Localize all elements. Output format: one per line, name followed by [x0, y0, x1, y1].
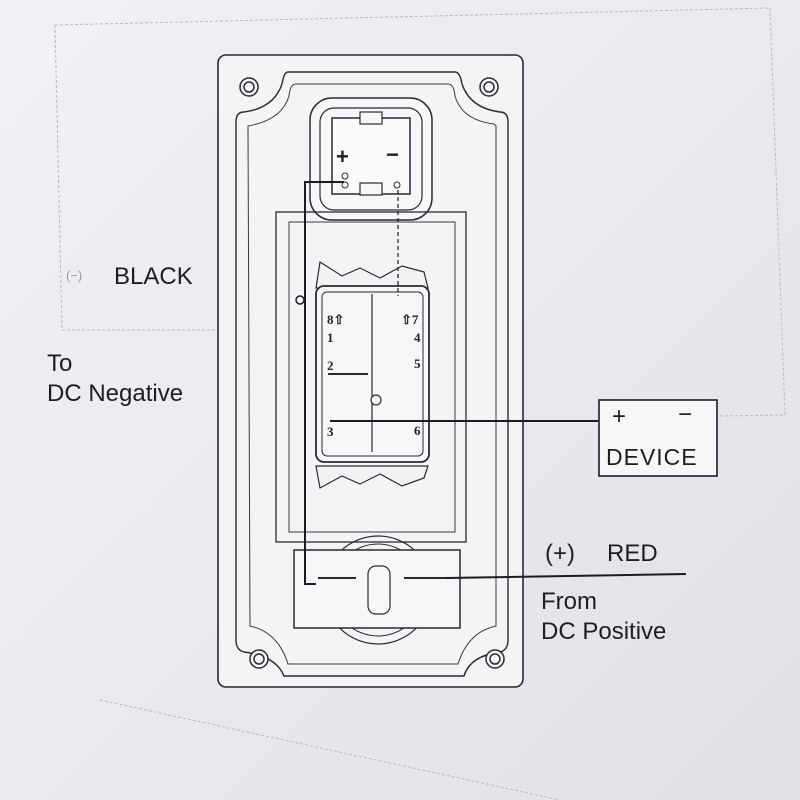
black-label: BLACK [114, 263, 193, 290]
fuse-holder [293, 535, 461, 645]
wire-black [304, 181, 344, 585]
black-symbol: (−) [66, 268, 83, 283]
rocker-recess-inner [288, 221, 456, 533]
mount-hole-tl [239, 77, 259, 97]
mount-hole-br [485, 649, 505, 669]
pin-2-label: 2 [327, 358, 334, 373]
pin-5-label: 5 [414, 356, 421, 371]
inner-frame-2 [247, 83, 497, 665]
mount-hole-bl [249, 649, 269, 669]
to-label: To [47, 350, 73, 377]
led-plus-label: + [336, 144, 349, 169]
mount-hole-tr [479, 77, 499, 97]
rocker-switch-body [315, 261, 430, 489]
led-minus-label: − [386, 142, 399, 167]
pin-1-label: 1 [327, 330, 334, 345]
red-symbol: (+) [545, 540, 575, 567]
red-label: RED [607, 540, 658, 567]
dashed-boundary [54, 7, 786, 800]
device-plus-label: + [612, 403, 627, 430]
wires [295, 181, 687, 585]
device-name-label: DEVICE [606, 444, 698, 470]
led-module [309, 97, 433, 221]
pin-3-label: 3 [327, 424, 334, 439]
pin-7-label: ⇧7 [401, 312, 419, 327]
device-minus-label: − [678, 401, 693, 428]
pin-4-label: 4 [414, 330, 421, 345]
dc-positive-label: DC Positive [541, 618, 667, 645]
rocker-recess [275, 211, 467, 543]
wire-red [445, 573, 687, 579]
mount-holes [239, 77, 505, 669]
inner-frame [235, 71, 509, 677]
dc-negative-label: DC Negative [47, 380, 184, 407]
pin-8-label: 8⇧ [327, 312, 345, 327]
device-box [598, 399, 718, 477]
from-label: From [541, 588, 597, 615]
pin-6-label: 6 [414, 423, 421, 438]
